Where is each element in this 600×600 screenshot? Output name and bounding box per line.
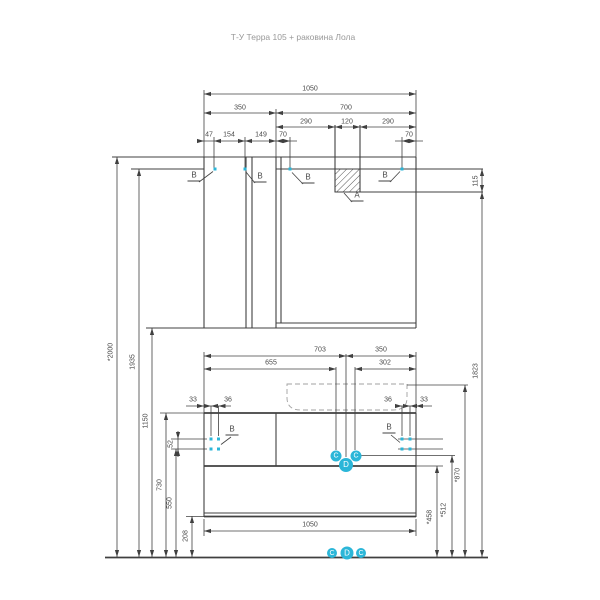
- drawing-title: Т-У Терра 105 + раковина Лола: [230, 32, 356, 42]
- callout-b-5: B: [225, 425, 239, 436]
- dim-208: 208: [182, 530, 190, 542]
- callout-b-1: B: [187, 171, 201, 182]
- dimension-lines: [116, 93, 483, 557]
- dim-cabinet-width: 1050: [302, 521, 318, 529]
- dim-36-left: 36: [224, 396, 232, 404]
- dimension-arrows: [114, 91, 485, 557]
- callout-leaders: [198, 171, 401, 445]
- floor-water-right: C: [356, 548, 366, 558]
- callout-a-bracket: A: [350, 191, 364, 202]
- dim-drain-from-left: 703: [314, 346, 326, 354]
- dim-290-right: 290: [382, 118, 394, 126]
- dim-290-left: 290: [300, 118, 312, 126]
- dim-730: 730: [156, 479, 164, 491]
- callout-b-2: B: [253, 172, 267, 183]
- fastener-points: [209, 167, 412, 451]
- dim-drain-from-right: 350: [375, 346, 387, 354]
- dim-water-from-left: 655: [265, 359, 277, 367]
- lower-cabinet-outline: [203, 412, 417, 518]
- dim-550: 550: [166, 497, 174, 509]
- upper-cabinet-outline: [112, 125, 483, 329]
- dim-458: *458: [426, 509, 434, 525]
- dim-water-from-right: 302: [379, 359, 391, 367]
- dim-120-bracket: 120: [341, 118, 353, 126]
- dim-36-right: 36: [384, 396, 392, 404]
- floor-water-left: C: [327, 548, 337, 558]
- dim-47: 47: [205, 131, 213, 139]
- callout-b-6: B: [382, 423, 396, 434]
- extension-lines: [160, 90, 468, 536]
- dim-512: *512: [440, 502, 448, 518]
- washbasin-hidden-outline: [286, 383, 408, 411]
- bracket-section-a-hatch: [334, 168, 361, 193]
- dim-149: 149: [255, 131, 267, 139]
- water-point-left: C: [330, 450, 342, 462]
- dim-1823: 1823: [472, 363, 480, 379]
- dim-52: 52: [167, 440, 175, 448]
- dim-115: 115: [472, 175, 480, 187]
- dim-154: 154: [223, 131, 235, 139]
- floor-drain: D: [340, 546, 354, 560]
- dim-1150: 1150: [142, 413, 150, 429]
- dim-70-left: 70: [279, 131, 287, 139]
- dim-33-left: 33: [189, 396, 197, 404]
- dim-1935: 1935: [129, 354, 137, 370]
- dim-total-height: *2000: [107, 342, 115, 362]
- dim-left-section-width: 350: [234, 104, 246, 112]
- dim-33-right: 33: [420, 396, 428, 404]
- callout-b-4: B: [378, 171, 392, 182]
- dim-overall-width: 1050: [302, 85, 318, 93]
- dim-right-section-width: 700: [340, 104, 352, 112]
- dim-70-right: 70: [405, 131, 413, 139]
- water-point-right: C: [350, 450, 362, 462]
- callout-b-3: B: [301, 173, 315, 184]
- dim-870: *870: [454, 467, 462, 483]
- drain-point: D: [339, 458, 353, 472]
